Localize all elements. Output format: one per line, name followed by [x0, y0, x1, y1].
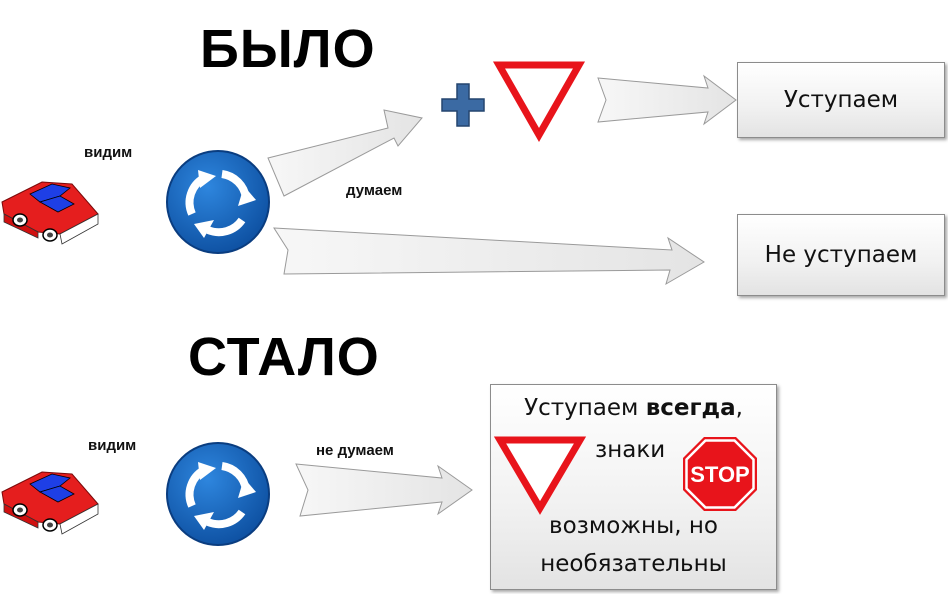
after-title: СТАЛО: [188, 327, 380, 387]
result-line-2: знаки: [595, 437, 666, 463]
yield-sign-icon: [493, 436, 587, 515]
before-title: БЫЛО: [200, 19, 376, 79]
result-line-1: Уступаем всегда,: [491, 395, 776, 421]
result-box: Уступаем всегда, знаки возможны, но необ…: [490, 384, 777, 590]
yield-sign-icon: [492, 61, 586, 143]
arrow-to-no-yield-outcome: [273, 227, 705, 286]
before-think-label: думаем: [346, 182, 403, 199]
stop-sign-icon: STOP: [683, 437, 757, 511]
outcome-yield-text: Уступаем: [783, 87, 899, 113]
outcome-yield-box: Уступаем: [737, 62, 945, 138]
result-line-3: возможны, но: [549, 513, 718, 539]
after-think-label: не думаем: [316, 442, 394, 459]
before-see-label: видим: [84, 144, 133, 161]
car-icon: [1, 471, 99, 535]
result-line-1-bold: всегда: [645, 395, 736, 421]
plus-icon: [441, 83, 485, 127]
stop-sign-text: STOP: [690, 462, 750, 487]
roundabout-sign-icon: [166, 442, 270, 546]
result-line-4: необязательны: [540, 551, 727, 577]
arrow-to-result: [295, 463, 473, 517]
outcome-no-yield-box: Не уступаем: [737, 214, 945, 296]
after-see-label: видим: [88, 437, 137, 454]
roundabout-sign-icon: [166, 150, 270, 254]
car-icon: [1, 181, 99, 245]
result-line-1-suffix: ,: [735, 395, 743, 421]
outcome-no-yield-text: Не уступаем: [764, 242, 918, 268]
result-line-1-prefix: Уступаем: [524, 395, 646, 421]
arrow-to-yield-outcome: [597, 74, 737, 126]
arrow-to-yield: [267, 109, 423, 197]
